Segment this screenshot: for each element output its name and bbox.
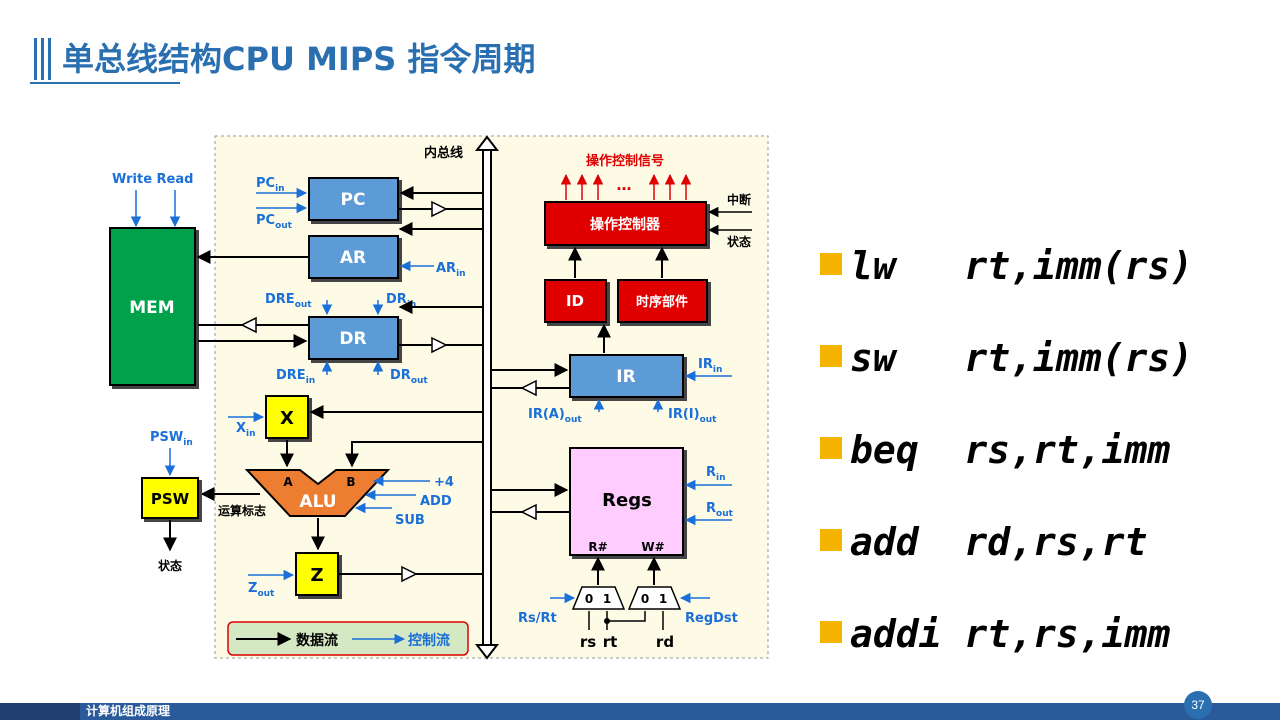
page-number: 37	[1184, 691, 1212, 719]
sub-label: SUB	[395, 513, 425, 528]
w-hash-label: W#	[641, 540, 664, 554]
dr-register	[308, 316, 399, 360]
z-label: Z	[310, 565, 323, 586]
legend-control-flow: 控制流	[408, 632, 450, 649]
controller-label: 操作控制器	[590, 216, 661, 233]
ar-label: AR	[340, 248, 366, 268]
interrupt-label: 中断	[727, 192, 751, 207]
pc-register	[308, 177, 399, 221]
title-decoration	[34, 38, 51, 80]
instruction-item: beq rs,rt,imm	[820, 428, 1170, 472]
slide-title: 单总线结构CPU MIPS 指令周期	[62, 40, 536, 78]
instruction-item: sw rt,imm(rs)	[820, 336, 1193, 380]
internal-bus	[474, 135, 500, 660]
mem-label: MEM	[129, 298, 174, 318]
bullet-icon	[820, 437, 842, 459]
regdst-label: RegDst	[685, 611, 738, 626]
regs-block	[569, 447, 684, 556]
dr-label: DR	[339, 329, 366, 349]
x-label: X	[280, 408, 294, 429]
controller-state-label: 状态	[727, 234, 751, 249]
footer-bar	[0, 703, 1280, 720]
alu-a-label: A	[283, 475, 293, 489]
z-out-label: Zout	[248, 581, 275, 599]
rs-rt-mux	[571, 586, 626, 610]
pc-in-label: PCin	[256, 176, 285, 194]
psw-label: PSW	[151, 490, 190, 508]
add-label: ADD	[420, 494, 452, 509]
psw-state-label: 状态	[158, 558, 182, 573]
timing-label: 时序部件	[636, 294, 688, 310]
mux1-0: 0	[585, 592, 593, 606]
legend-box	[227, 621, 469, 656]
pc-out-label: PCout	[256, 213, 293, 231]
alu-label: ALU	[299, 492, 336, 512]
mux2-0: 0	[641, 592, 649, 606]
bullet-icon	[820, 529, 842, 551]
regs-label: Regs	[602, 490, 652, 511]
ir-label: IR	[616, 367, 635, 387]
ir-i-out-label: IR(I)out	[668, 407, 717, 425]
alu-flags-label: 运算标志	[218, 503, 266, 518]
bus-label: 内总线	[424, 145, 463, 161]
timing-block	[617, 279, 708, 323]
plus4-label: +4	[434, 475, 454, 490]
ir-a-out-label: IR(A)out	[528, 407, 582, 425]
regdst-mux	[627, 586, 682, 610]
rs-rt-select-label: Rs/Rt	[518, 611, 557, 626]
title-underline	[30, 82, 180, 84]
ctrl-dots: …	[617, 176, 632, 194]
pc-label: PC	[341, 190, 366, 210]
ctrl-signals-label: 操作控制信号	[586, 153, 664, 169]
ar-in-label: ARin	[436, 261, 466, 279]
x-register	[265, 395, 309, 439]
ir-tristate	[520, 379, 537, 397]
mux2-1: 1	[659, 592, 667, 606]
rd-label: rd	[656, 633, 674, 651]
z-tristate	[401, 565, 418, 583]
rs-label: rs	[580, 633, 596, 651]
footer-course-title: 计算机组成原理	[86, 704, 171, 718]
alu-b-label: B	[346, 475, 355, 489]
bullet-icon	[820, 345, 842, 367]
operation-controller	[544, 201, 707, 246]
psw-in-label: PSWin	[150, 430, 193, 448]
legend-data-flow: 数据流	[296, 632, 338, 649]
dr-out-label: DRout	[390, 368, 428, 386]
instruction-item: add rd,rs,rt	[820, 520, 1147, 564]
ctrl-signal-arrows	[560, 173, 692, 200]
mux1-1: 1	[603, 592, 611, 606]
psw-register	[141, 477, 199, 519]
r-in-label: Rin	[706, 465, 726, 483]
pc-tristate	[431, 200, 448, 218]
bullet-icon	[820, 253, 842, 275]
write-read-label: Write Read	[112, 172, 193, 187]
z-register	[295, 552, 339, 596]
alu-block	[244, 469, 391, 517]
id-block	[544, 279, 607, 323]
dre-out-label: DREout	[265, 292, 312, 310]
instruction-item: addi rt,rs,imm	[820, 612, 1170, 656]
r-hash-label: R#	[588, 540, 607, 554]
footer-accent	[0, 703, 80, 720]
id-label: ID	[566, 292, 584, 310]
ir-in-label: IRin	[698, 357, 722, 375]
rt-label: rt	[603, 633, 618, 651]
dr-bus-tristate	[431, 336, 448, 354]
x-in-label: Xin	[236, 421, 256, 439]
regs-tristate	[520, 503, 537, 521]
dre-in-label: DREin	[276, 368, 315, 386]
instruction-item: lw rt,imm(rs)	[820, 244, 1193, 288]
bullet-icon	[820, 621, 842, 643]
mem-block	[109, 227, 196, 386]
ir-register	[569, 354, 684, 398]
r-out-label: Rout	[706, 501, 734, 519]
dr-mem-tristate	[240, 316, 257, 334]
